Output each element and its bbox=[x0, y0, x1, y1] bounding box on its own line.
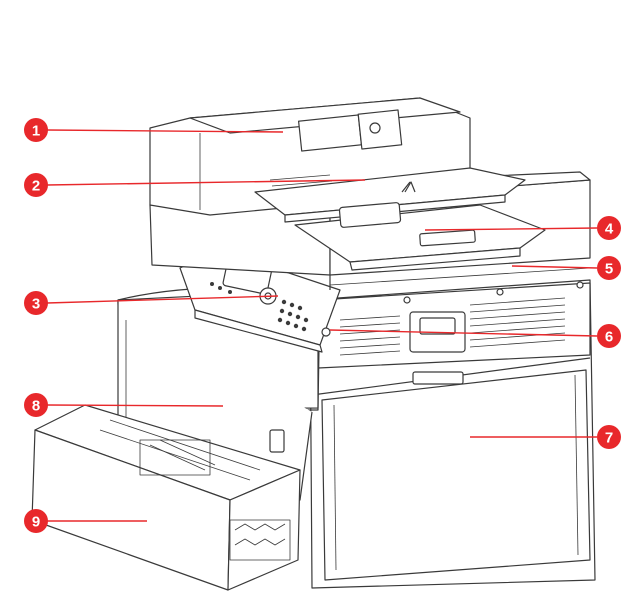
callout-7: 7 bbox=[597, 425, 621, 449]
callout-7-label: 7 bbox=[605, 430, 613, 447]
callout-1: 1 bbox=[24, 118, 48, 142]
callout-4: 4 bbox=[597, 216, 621, 240]
callout-9: 9 bbox=[24, 509, 48, 533]
callout-3: 3 bbox=[24, 291, 48, 315]
callout-3-label: 3 bbox=[32, 296, 40, 313]
callout-5-label: 5 bbox=[605, 261, 613, 278]
callout-4-label: 4 bbox=[605, 221, 614, 238]
callout-2: 2 bbox=[24, 173, 48, 197]
leader-lines bbox=[46, 129, 598, 522]
callout-1-label: 1 bbox=[32, 123, 40, 140]
control-panel bbox=[179, 249, 341, 353]
callout-9-label: 9 bbox=[32, 514, 40, 531]
leader-line-2 bbox=[46, 179, 366, 186]
callout-6: 6 bbox=[597, 324, 621, 348]
leader-line-8 bbox=[46, 404, 224, 407]
leader-line-1 bbox=[46, 129, 284, 133]
callout-5: 5 bbox=[597, 256, 621, 280]
leader-line-3 bbox=[46, 295, 279, 304]
callout-2-label: 2 bbox=[32, 178, 40, 195]
leader-line-6 bbox=[329, 329, 598, 337]
adf-output-tray bbox=[294, 202, 546, 271]
leader-line-4 bbox=[424, 227, 598, 231]
callout-8: 8 bbox=[24, 393, 48, 417]
right-side-door bbox=[321, 369, 591, 581]
callout-8-label: 8 bbox=[32, 398, 40, 415]
paper-tray bbox=[31, 404, 301, 591]
leader-line-5 bbox=[511, 265, 598, 269]
callout-6-label: 6 bbox=[605, 329, 613, 346]
